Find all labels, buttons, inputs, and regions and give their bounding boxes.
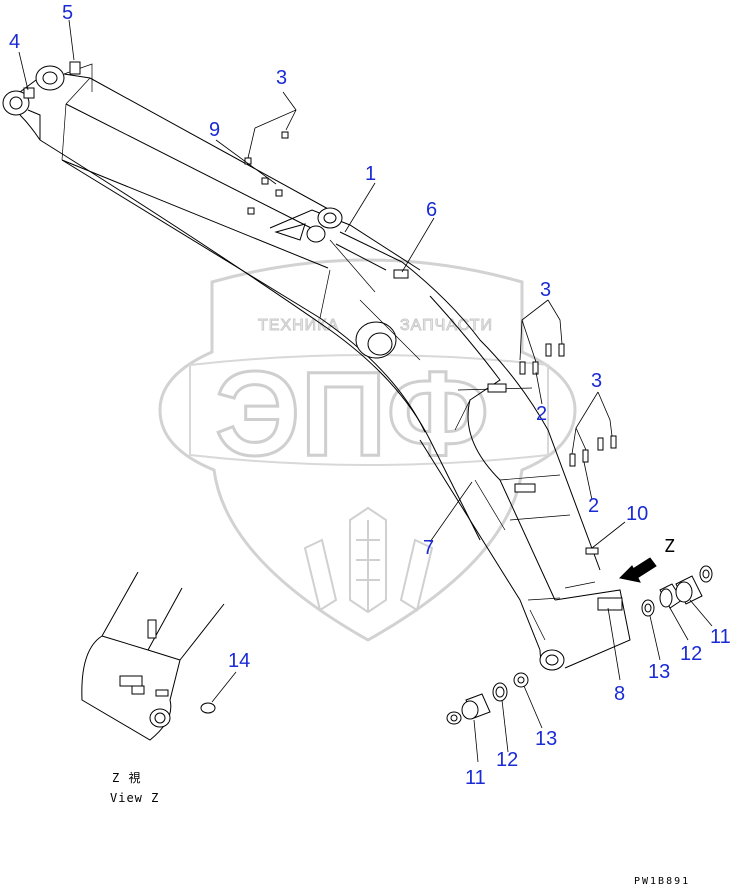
callouts: 1 2 2 3 3 3 4 5 6 7 8 9 10 11 11 12 12 1…	[9, 2, 731, 789]
view-z-arrow: Z	[618, 536, 676, 583]
fitting-11	[597, 597, 623, 611]
arm-lower-bottom-edge	[419, 439, 541, 651]
callout-14: 14	[228, 650, 250, 672]
arm-upper-lower-edge	[61, 159, 426, 433]
fitting-15	[545, 343, 552, 357]
callout-6: 6	[426, 199, 437, 221]
arm-upper-top-edge-2	[65, 103, 316, 231]
callout-12a: 12	[680, 643, 702, 665]
fitting-12	[585, 547, 599, 555]
watermark-left-text: ТЕХНИКА	[258, 317, 339, 334]
fitting-20	[610, 435, 617, 449]
callout-3a: 3	[276, 67, 287, 89]
callout-12b: 12	[496, 749, 518, 771]
arm-lower-inner	[319, 269, 506, 531]
callout-7: 7	[423, 537, 434, 559]
arm-upper-top-edge	[89, 77, 331, 211]
callout-5: 5	[62, 2, 73, 24]
view-caption-line2: View Z	[110, 791, 159, 805]
fitting-3	[261, 177, 269, 185]
fitting-6	[393, 269, 409, 279]
arm-end-boss	[2, 63, 93, 141]
fitting-18	[582, 449, 589, 463]
fitting-17	[569, 453, 576, 467]
drawing-code: PW1B891	[634, 876, 690, 887]
callout-8: 8	[614, 683, 625, 705]
fitting-14	[532, 361, 539, 375]
fitting-5	[247, 207, 255, 215]
fitting-16	[558, 343, 565, 357]
arm-pin-boss	[355, 321, 397, 359]
callout-3c: 3	[591, 370, 602, 392]
watermark-wheat-icon	[303, 506, 434, 614]
grease-fittings	[23, 61, 623, 611]
watermark-right-text: ЗАПЧАСТИ	[400, 317, 493, 334]
callout-4: 4	[9, 31, 20, 53]
fitting-13	[519, 361, 526, 375]
callout-13b: 13	[535, 728, 557, 750]
bushings-right	[641, 565, 713, 617]
part-14-plug	[200, 702, 216, 714]
view-arrow-label: Z	[664, 536, 676, 557]
callout-3b: 3	[540, 279, 551, 301]
callout-9: 9	[209, 119, 220, 141]
fitting-10	[23, 87, 35, 99]
view-arrow-icon	[618, 557, 657, 583]
watermark: ТЕХНИКА ЗАПЧАСТИ ЭПФ	[158, 258, 577, 642]
fitting-7	[487, 383, 507, 393]
fitting-2	[281, 131, 289, 139]
callout-2a: 2	[536, 403, 547, 425]
fitting-9	[69, 61, 81, 75]
leader-lines	[18, 19, 713, 763]
callout-1: 1	[365, 163, 376, 185]
watermark-big-text: ЭПФ	[215, 347, 489, 481]
arm-upper-side-edge	[61, 159, 329, 269]
arm-lower-front-edge	[429, 295, 556, 601]
arm-cylinder-bracket	[269, 207, 421, 293]
callout-11a: 11	[710, 626, 731, 648]
callout-11b: 11	[465, 767, 486, 789]
view-z-detail	[81, 571, 225, 741]
arm-upper-bottom-edge	[39, 139, 481, 541]
fitting-4	[275, 189, 283, 197]
bushings-left	[446, 672, 529, 725]
callout-2b: 2	[588, 495, 599, 517]
arm-assembly	[2, 63, 631, 671]
watermark-band	[189, 354, 549, 466]
view-caption-line1: Z 視	[112, 770, 141, 785]
fitting-8	[514, 483, 536, 493]
arm-bucket-end	[527, 581, 631, 671]
callout-13a: 13	[648, 661, 670, 683]
fitting-19	[597, 437, 604, 451]
arm-lower-top-edge	[401, 261, 601, 571]
arm-upper-top-plate	[61, 77, 91, 161]
callout-10: 10	[626, 503, 648, 525]
